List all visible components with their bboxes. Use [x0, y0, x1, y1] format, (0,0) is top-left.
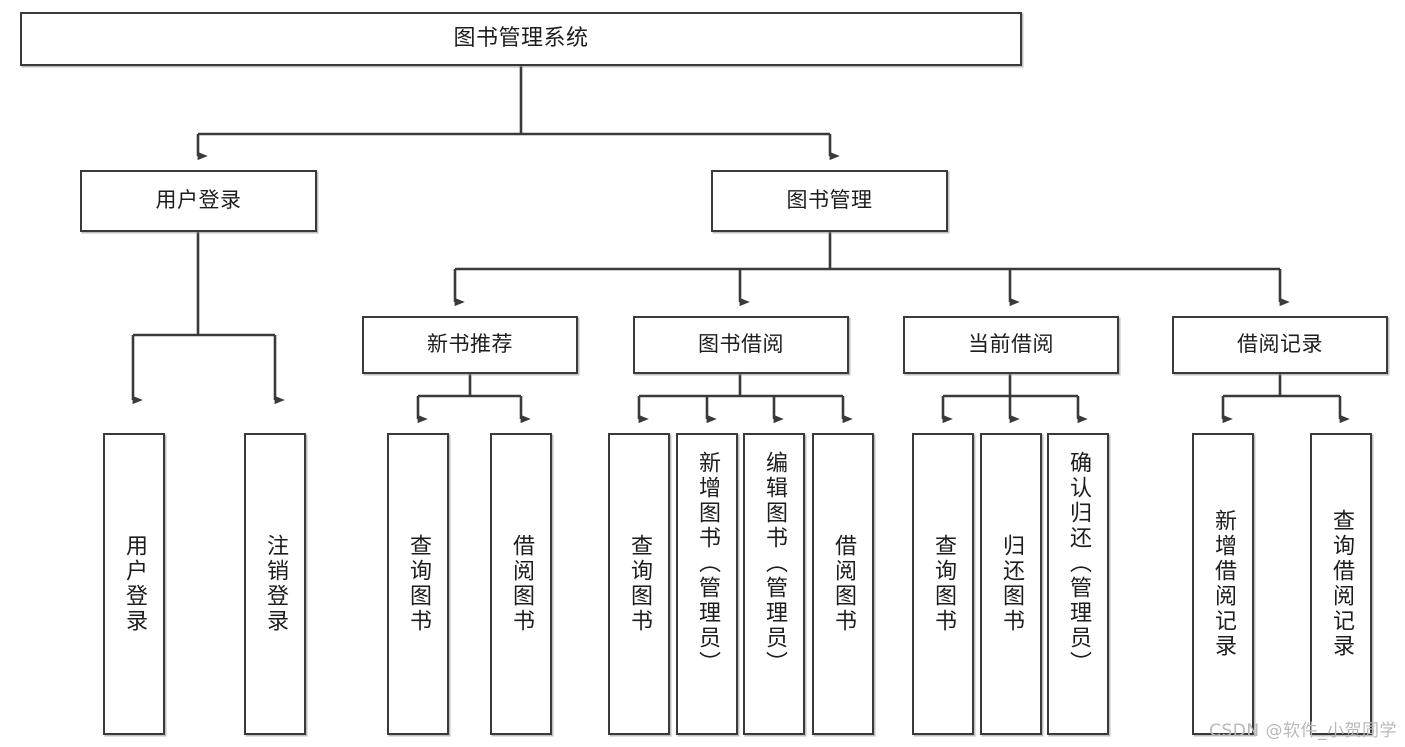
node-label: 图书管理: [786, 188, 873, 213]
node-leaf-logout-login[interactable]: 注销登录: [244, 433, 306, 735]
node-leaf-add-book[interactable]: 新增图书（管理员）: [676, 433, 738, 735]
node-label: 编辑图书（管理员）: [762, 451, 787, 676]
node-label: 注销登录: [263, 534, 288, 634]
node-leaf-borrow-book[interactable]: 借阅图书: [812, 433, 874, 735]
node-borrow-record[interactable]: 借阅记录: [1172, 316, 1388, 374]
node-leaf-query-borrow-record[interactable]: 查询借阅记录: [1310, 433, 1372, 735]
node-label: 查询图书: [931, 534, 956, 634]
node-label: 新增借阅记录: [1211, 509, 1236, 659]
node-leaf-edit-book[interactable]: 编辑图书（管理员）: [743, 433, 805, 735]
node-book-borrow[interactable]: 图书借阅: [633, 316, 849, 374]
node-label: 确认归还（管理员）: [1066, 451, 1091, 676]
node-leaf-return-book[interactable]: 归还图书: [980, 433, 1042, 735]
node-book-management[interactable]: 图书管理: [711, 170, 948, 232]
node-leaf-query-book-borrow[interactable]: 查询图书: [608, 433, 670, 735]
node-leaf-add-borrow-record[interactable]: 新增借阅记录: [1192, 433, 1254, 735]
node-user-login[interactable]: 用户登录: [80, 170, 317, 232]
csdn-watermark: CSDN @软件_小贺同学: [1209, 721, 1397, 741]
node-label: 新书推荐: [427, 332, 513, 357]
node-root-book-management-system[interactable]: 图书管理系统: [20, 12, 1022, 66]
node-current-borrow[interactable]: 当前借阅: [903, 316, 1119, 374]
node-leaf-borrow-book-recommend[interactable]: 借阅图书: [490, 433, 552, 735]
node-leaf-query-book-recommend[interactable]: 查询图书: [387, 433, 449, 735]
node-label: 借阅记录: [1237, 332, 1323, 357]
node-label: 借阅图书: [831, 534, 856, 634]
node-label: 借阅图书: [509, 534, 534, 634]
node-label: 归还图书: [999, 534, 1024, 634]
node-label: 当前借阅: [968, 332, 1054, 357]
node-label: 用户登录: [155, 188, 242, 213]
node-label: 用户登录: [122, 534, 147, 634]
node-leaf-confirm-return[interactable]: 确认归还（管理员）: [1047, 433, 1109, 735]
node-label: 图书管理系统: [453, 25, 589, 51]
node-label: 图书借阅: [698, 332, 784, 357]
node-label: 查询图书: [406, 534, 431, 634]
node-leaf-query-book-current[interactable]: 查询图书: [912, 433, 974, 735]
node-leaf-user-login[interactable]: 用户登录: [103, 433, 165, 735]
node-new-book-recommend[interactable]: 新书推荐: [362, 316, 578, 374]
node-label: 查询图书: [627, 534, 652, 634]
node-label: 新增图书（管理员）: [695, 451, 720, 676]
node-label: 查询借阅记录: [1329, 509, 1354, 659]
